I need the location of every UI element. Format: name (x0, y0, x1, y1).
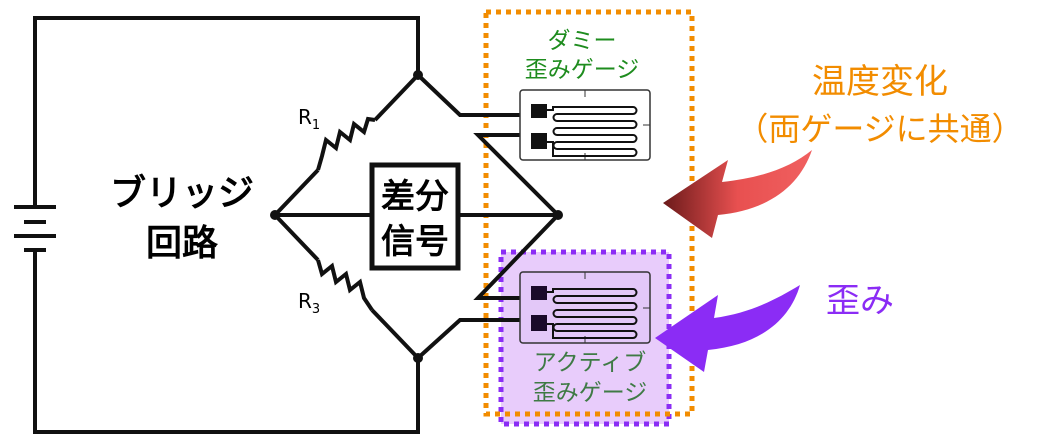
diff-signal-line2: 信号 (381, 222, 449, 262)
resistor-r1 (316, 116, 376, 171)
temperature-common-label: （両ゲージに共通） (736, 110, 1023, 148)
diff-signal-box (369, 162, 461, 271)
temperature-change-label: 温度変化 (812, 62, 948, 102)
circuit-wires (33, 16, 561, 434)
r1-label: R1 (298, 105, 320, 133)
temperature-arrow-icon (663, 150, 812, 238)
dummy-strain-gauge-icon (519, 89, 651, 161)
dummy-gauge-label-line2: 歪みゲージ (525, 57, 640, 83)
bridge-label-line2: 回路 (146, 223, 219, 264)
active-strain-gauge-icon (519, 271, 651, 344)
bridge-label-line1: ブリッジ (110, 172, 254, 214)
r3-label: R3 (298, 289, 320, 317)
diff-signal-line1: 差分 (381, 177, 449, 217)
resistor-r3 (316, 259, 374, 312)
battery-icon (14, 205, 56, 252)
dummy-gauge-label-line1: ダミー (548, 28, 617, 54)
bridge-nodes (270, 70, 563, 363)
active-gauge-label-line1: アクティブ (534, 350, 646, 376)
active-gauge-label-line2: 歪みゲージ (533, 380, 648, 406)
strain-label: 歪み (826, 281, 894, 321)
strain-arrow-icon (655, 285, 800, 372)
